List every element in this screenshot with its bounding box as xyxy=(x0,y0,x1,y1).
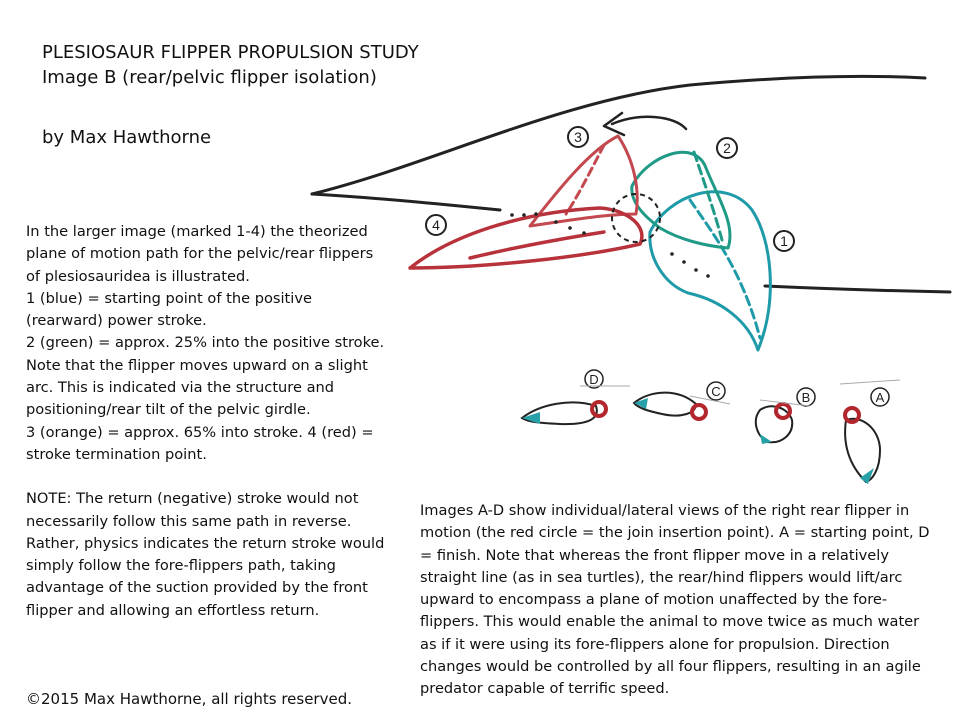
flipper-2-bone-line xyxy=(692,150,724,242)
marker-4-label: 4 xyxy=(432,217,440,233)
marker-3-label: 3 xyxy=(574,129,582,145)
left-desc-stage-3-4: 3 (orange) = approx. 65% into stroke. 4 … xyxy=(26,423,374,463)
view-d-joint xyxy=(590,400,608,418)
view-c: C xyxy=(632,381,726,421)
marker-3: 3 xyxy=(567,126,589,148)
byline: by Max Hawthorne xyxy=(42,127,212,148)
motion-arrow xyxy=(602,111,688,137)
body-outline xyxy=(310,74,952,294)
flipper-4-outline xyxy=(408,206,644,270)
flipper-1-blue xyxy=(648,190,772,352)
left-desc-stage-1: 1 (blue) = starting point of the positiv… xyxy=(26,289,312,330)
view-c-joint xyxy=(690,403,708,421)
body-top-contour xyxy=(310,74,927,196)
view-a-joint xyxy=(843,406,861,424)
flipper-3-outline xyxy=(528,134,639,228)
lateral-views: D C B A xyxy=(520,369,901,484)
marker-1: 1 xyxy=(773,230,795,252)
pelvic-joint xyxy=(611,193,661,243)
belly-contour xyxy=(763,284,952,294)
flipper-3-bone-line xyxy=(564,143,606,216)
view-c-flipper xyxy=(632,391,698,417)
title-line-1: PLESIOSAUR FLIPPER PROPULSION STUDY xyxy=(42,42,419,63)
view-b-label: B xyxy=(802,390,811,405)
view-d: D xyxy=(520,369,608,426)
view-a-flipper xyxy=(844,417,882,484)
view-c-label: C xyxy=(711,384,720,399)
flipper-4-bone-line xyxy=(468,230,606,260)
view-b-tip xyxy=(760,434,772,444)
flipper-2-outline xyxy=(630,150,732,250)
flipper-2-green xyxy=(630,150,732,250)
copyright-notice: ©2015 Max Hawthorne, all rights reserved… xyxy=(26,690,352,708)
right-description: Images A-D show individual/lateral views… xyxy=(420,502,930,698)
view-b: B xyxy=(754,387,816,444)
view-a-tip xyxy=(860,468,874,484)
left-desc-intro: In the larger image (marked 1-4) the the… xyxy=(26,223,374,285)
flipper-1-bone-line xyxy=(688,198,762,340)
stage-markers: 1 2 3 4 xyxy=(425,126,795,252)
view-guide-lines xyxy=(580,379,901,407)
flipper-1-outline xyxy=(648,190,772,352)
left-desc-note: NOTE: The return (negative) stroke would… xyxy=(26,490,385,619)
flipper-4-red xyxy=(408,206,644,270)
page-title: PLESIOSAUR FLIPPER PROPULSION STUDY Imag… xyxy=(42,40,419,90)
view-b-joint xyxy=(774,402,792,420)
marker-2-label: 2 xyxy=(723,140,731,156)
view-c-tip xyxy=(634,398,648,409)
view-d-label: D xyxy=(589,372,598,387)
left-description: In the larger image (marked 1-4) the the… xyxy=(26,221,386,622)
stroke-path xyxy=(510,212,710,278)
view-d-tip xyxy=(522,412,540,424)
marker-2: 2 xyxy=(716,137,738,159)
view-a-label: A xyxy=(876,390,885,405)
arrow-head-icon xyxy=(602,111,626,137)
arrow-shaft xyxy=(610,115,688,131)
marker-4: 4 xyxy=(425,214,447,236)
title-line-2: Image B (rear/pelvic flipper isolation) xyxy=(42,67,377,88)
body-bottom-contour xyxy=(310,192,502,212)
view-a: A xyxy=(843,387,890,484)
left-desc-stage-2: 2 (green) = approx. 25% into the positiv… xyxy=(26,334,385,419)
marker-1-label: 1 xyxy=(780,233,788,249)
